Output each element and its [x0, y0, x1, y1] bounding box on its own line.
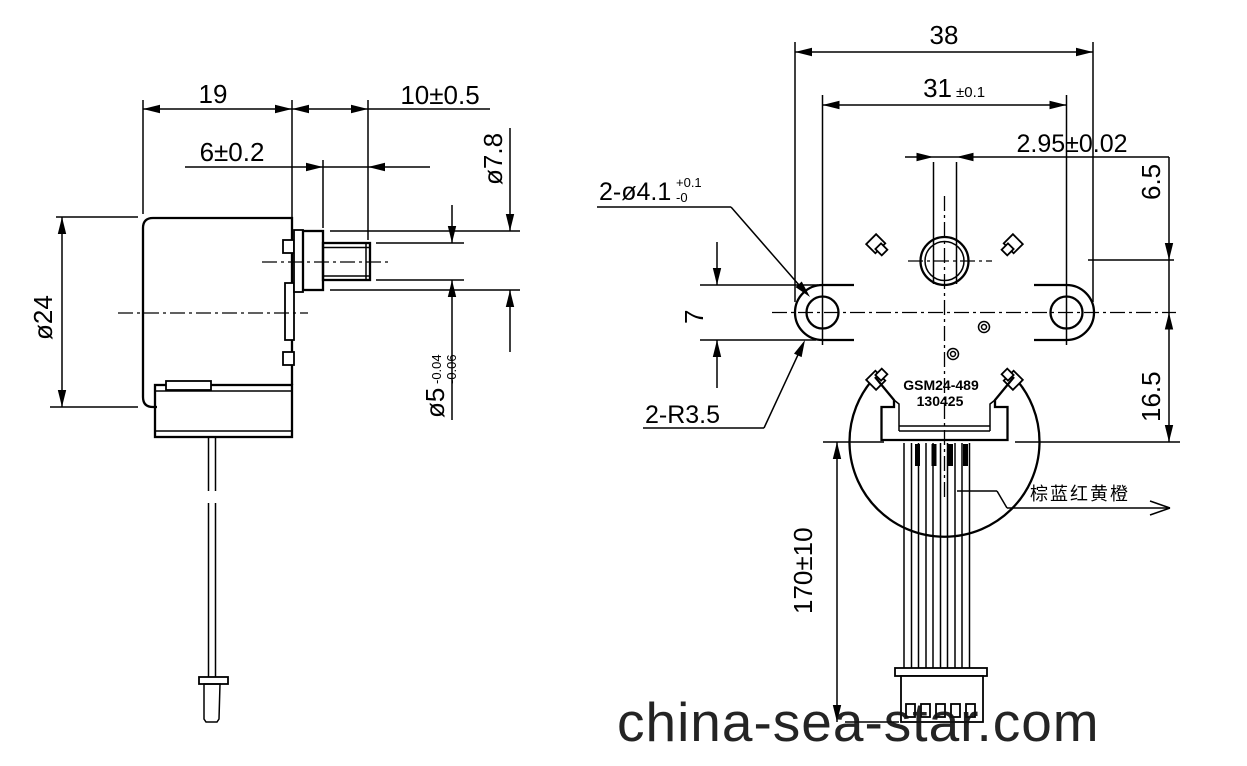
- terminal-box: [153, 380, 294, 439]
- dim-bushing-dia: ø7.8: [330, 128, 520, 352]
- wire-colors-text: 棕蓝红黄橙: [1030, 484, 1130, 504]
- plate-rivets: [946, 320, 991, 361]
- holes-tol-lower: -0: [676, 190, 688, 205]
- label-mounting-holes-text: 2-ø4.1: [599, 178, 671, 206]
- dim-shaft-dia: ø5 -0.04 -0.06: [376, 205, 464, 420]
- dim-center-to-bottom: 16.5: [1015, 312, 1180, 443]
- wire-color-note: 棕蓝红黄橙: [957, 484, 1171, 516]
- side-view: 19 10±0.5 6±0.2 ø7.8: [28, 79, 520, 723]
- dim-center-to-bottom-text: 16.5: [1136, 371, 1166, 422]
- dim-overall-width-text: 38: [930, 20, 959, 50]
- dim-flat-length: 6±0.2: [185, 137, 430, 228]
- dim-bushing-dia-text: ø7.8: [478, 133, 508, 185]
- part-number: GSM24-489: [903, 377, 979, 393]
- dim-lead-length-text: 170±10: [788, 527, 818, 614]
- connector-flange-side: [198, 676, 229, 685]
- dim-shaft-length: 10±0.5: [400, 80, 479, 110]
- connector-flange-front: [894, 667, 988, 677]
- motor-body-circle: [848, 376, 1041, 538]
- connector-front: [894, 667, 988, 723]
- shaft-tol-upper: -0.04: [429, 354, 444, 384]
- label-ear-radius-text: 2-R3.5: [645, 401, 720, 429]
- dim-shaft-dia-text: ø5: [420, 388, 450, 418]
- dim-hole-spacing-tol: ±0.1: [956, 84, 985, 101]
- dim-hole-spacing-text: 31: [923, 73, 952, 103]
- dim-flat-width: 2.95±0.02: [905, 130, 1169, 162]
- shaft-tol-lower: -0.06: [444, 354, 459, 384]
- lead-wire-side: [198, 437, 229, 723]
- dim-flat-length-text: 6±0.2: [200, 137, 265, 167]
- dim-body-and-shaft-length: 19 10±0.5: [142, 79, 490, 240]
- connector-side: [203, 683, 221, 723]
- holes-tol-upper: +0.1: [676, 175, 702, 190]
- dim-shaft-offset: 6.5: [1088, 157, 1174, 312]
- front-plate-tabs: [282, 229, 304, 366]
- dim-flat-width-text: 2.95±0.02: [1016, 130, 1127, 158]
- dim-overall-width: 38: [794, 20, 1094, 302]
- dim-body-dia-text: ø24: [28, 295, 58, 340]
- label-ear-radius: 2-R3.5: [643, 338, 809, 429]
- watermark: china-sea-star.com: [617, 691, 1100, 753]
- dim-hole-spacing: 31 ±0.1: [821, 73, 1068, 345]
- dim-lead-length: 170±10: [788, 441, 899, 723]
- motor-can-outline: [141, 216, 294, 409]
- front-plate: [293, 229, 304, 293]
- dim-shaft-offset-text: 6.5: [1136, 164, 1166, 200]
- box-slot: [165, 380, 212, 391]
- dim-body-dia: ø24: [28, 216, 138, 408]
- date-code: 130425: [917, 393, 964, 409]
- dim-body-length: 19: [199, 79, 228, 109]
- front-view: GSM24-489 130425: [597, 20, 1180, 723]
- dim-ear-thickness-text: 7: [679, 310, 709, 324]
- lead-wires-front: [903, 443, 971, 668]
- label-mounting-holes: 2-ø4.1 +0.1 -0: [597, 175, 814, 300]
